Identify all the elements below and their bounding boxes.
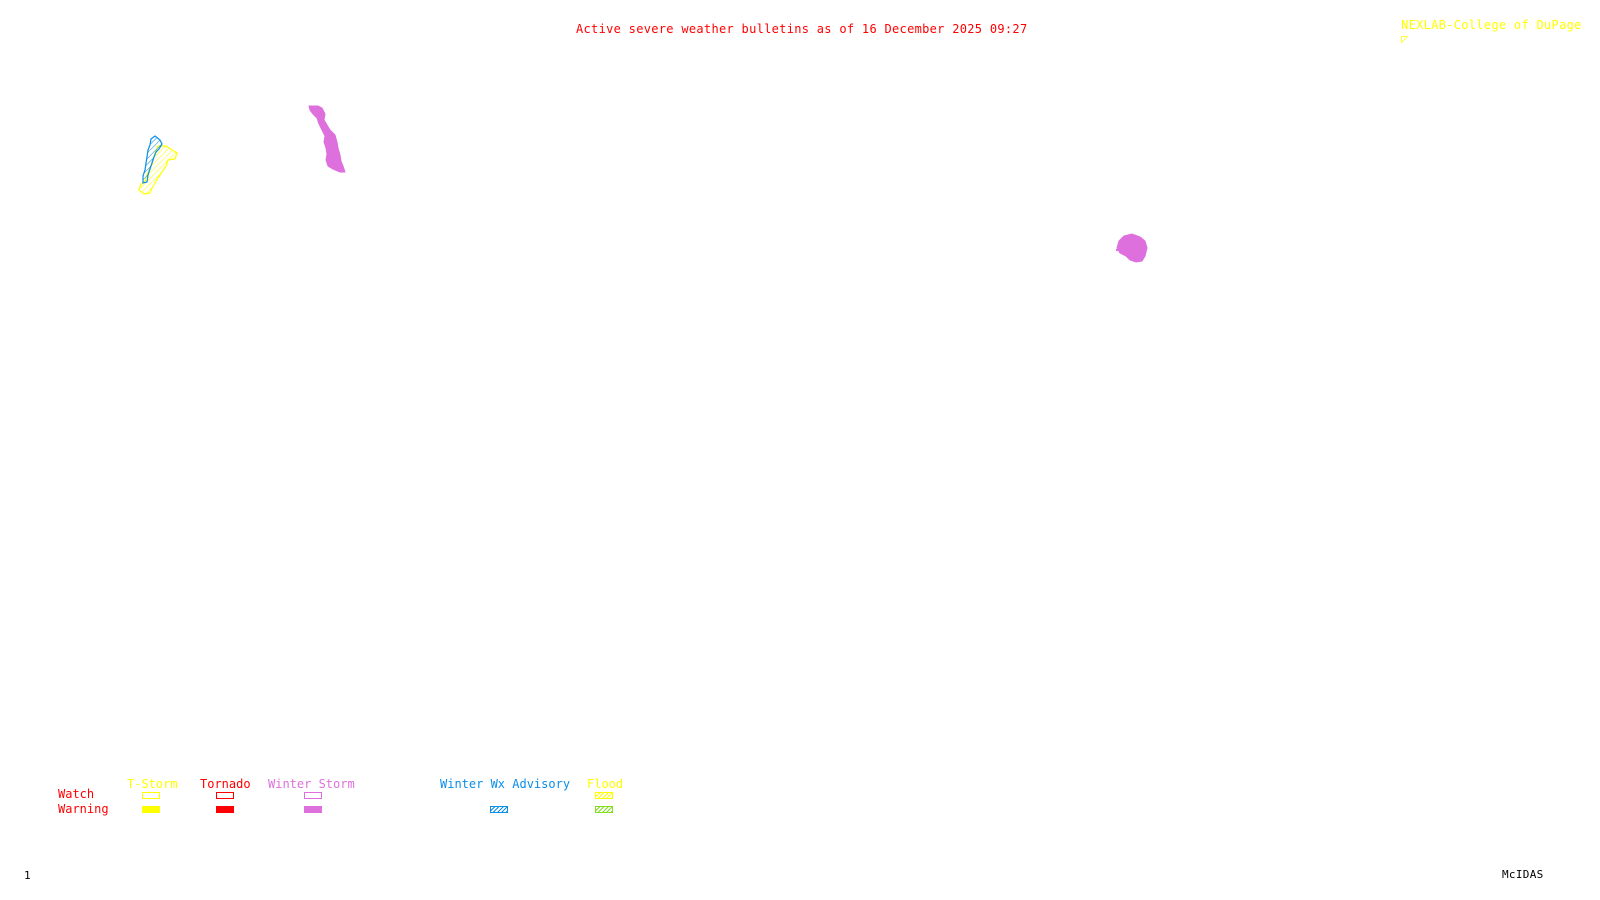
legend-flood-label: Flood xyxy=(587,777,624,791)
legend-tornado-warning-swatch xyxy=(216,806,234,813)
legend-row-warning: Warning xyxy=(58,802,109,816)
legend-winter-storm-label: Winter Storm xyxy=(268,777,355,791)
alert-winter-wx-advisory[interactable] xyxy=(142,135,163,184)
legend-tstorm-label: T-Storm xyxy=(127,777,178,791)
legend-winter-storm-watch-swatch xyxy=(304,792,322,799)
legend-winter-wx-advisory-swatch xyxy=(490,806,508,813)
map-title: Active severe weather bulletins as of 16… xyxy=(576,22,1028,36)
legend-tstorm-warning-swatch xyxy=(142,806,160,813)
legend-tstorm-watch-swatch xyxy=(142,792,160,799)
legend-flood-warning-swatch xyxy=(595,806,613,813)
frame-number: 1 xyxy=(24,869,31,882)
alert-winter-storm-warning-northeast[interactable] xyxy=(1116,233,1148,263)
legend-flood-watch-swatch xyxy=(595,792,613,799)
legend-winter-wx-advisory-label: Winter Wx Advisory xyxy=(440,777,571,791)
software-label: McIDAS xyxy=(1502,868,1544,881)
legend-tornado-watch-swatch xyxy=(216,792,234,799)
credit-label: NEXLAB-College of DuPage ◸ xyxy=(1386,4,1582,46)
credit-text: NEXLAB-College of DuPage xyxy=(1401,18,1582,32)
alert-winter-storm-fragment xyxy=(1116,249,1118,251)
logo-icon: ◸ xyxy=(1401,32,1409,46)
legend-row-watch: Watch xyxy=(58,787,95,801)
alert-winter-storm-warning-interior[interactable] xyxy=(308,105,346,173)
legend-tornado-label: Tornado xyxy=(200,777,251,791)
legend-winter-storm-warning-swatch xyxy=(304,806,322,813)
